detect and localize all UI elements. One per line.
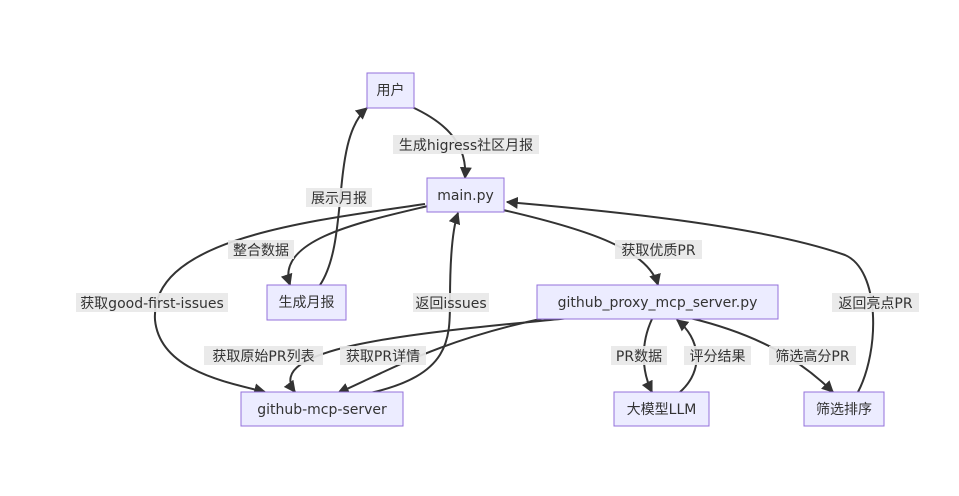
svg-text:生成higress社区月报: 生成higress社区月报 [399,138,533,154]
node-proxy: github_proxy_mcp_server.py [536,284,779,320]
edge-main-to-proxy [502,209,661,287]
node-sort: 筛选排序 [803,391,885,427]
edge-label-main-to-proxy: 获取优质PR [615,240,702,259]
edge-label-user-to-main: 生成higress社区月报 [393,135,539,154]
svg-text:获取原始PR列表: 获取原始PR列表 [212,349,314,365]
svg-text:获取优质PR: 获取优质PR [621,243,695,259]
svg-text:PR数据: PR数据 [616,349,662,365]
edge-label-mcp-to-main: 返回issues [413,293,489,312]
edge-label-proxy-to-llm: PR数据 [611,346,667,365]
svg-text:获取good-first-issues: 获取good-first-issues [80,296,224,312]
edge-label-report-to-user: 展示月报 [306,188,372,207]
edge-label-proxy-to-mcp-list: 获取原始PR列表 [204,346,323,365]
node-llm: 大模型LLM [613,391,710,427]
node-sort-label: 筛选排序 [816,402,872,418]
node-report-label: 生成月报 [279,295,335,311]
svg-text:评分结果: 评分结果 [690,349,746,365]
edge-user-to-main [411,106,472,180]
svg-text:返回亮点PR: 返回亮点PR [838,295,912,312]
edge-labels: 生成higress社区月报 展示月报 整合数据 获取优质PR 获取good-fi… [76,135,919,365]
edge-proxy-to-mcp-list [283,317,571,393]
node-report: 生成月报 [266,284,347,321]
edge-label-main-to-report: 整合数据 [228,240,294,259]
edge-main-to-report [280,205,429,287]
node-main: main.py [426,177,505,213]
edge-label-llm-to-proxy: 评分结果 [684,346,751,365]
node-user: 用户 [366,72,415,109]
node-mcp: github-mcp-server [240,391,404,427]
svg-text:获取PR详情: 获取PR详情 [346,349,420,365]
edge-sort-to-main [505,196,875,393]
node-main-label: main.py [437,188,494,204]
svg-text:整合数据: 整合数据 [233,243,289,259]
node-mcp-label: github-mcp-server [257,402,387,418]
node-user-label: 用户 [377,82,405,99]
nodes: 用户 main.py 生成月报 github_proxy_mcp_server.… [240,72,885,427]
svg-text:展示月报: 展示月报 [311,191,367,207]
node-llm-label: 大模型LLM [627,402,697,418]
svg-text:返回issues: 返回issues [415,296,486,312]
edge-label-sort-to-main: 返回亮点PR [832,293,919,312]
edge-label-proxy-to-sort: 筛选高分PR [769,346,856,365]
svg-text:筛选高分PR: 筛选高分PR [775,348,849,365]
edge-label-main-to-mcp: 获取good-first-issues [76,293,228,312]
edge-label-proxy-to-mcp-detail: 获取PR详情 [340,346,426,365]
node-proxy-label: github_proxy_mcp_server.py [558,295,758,311]
